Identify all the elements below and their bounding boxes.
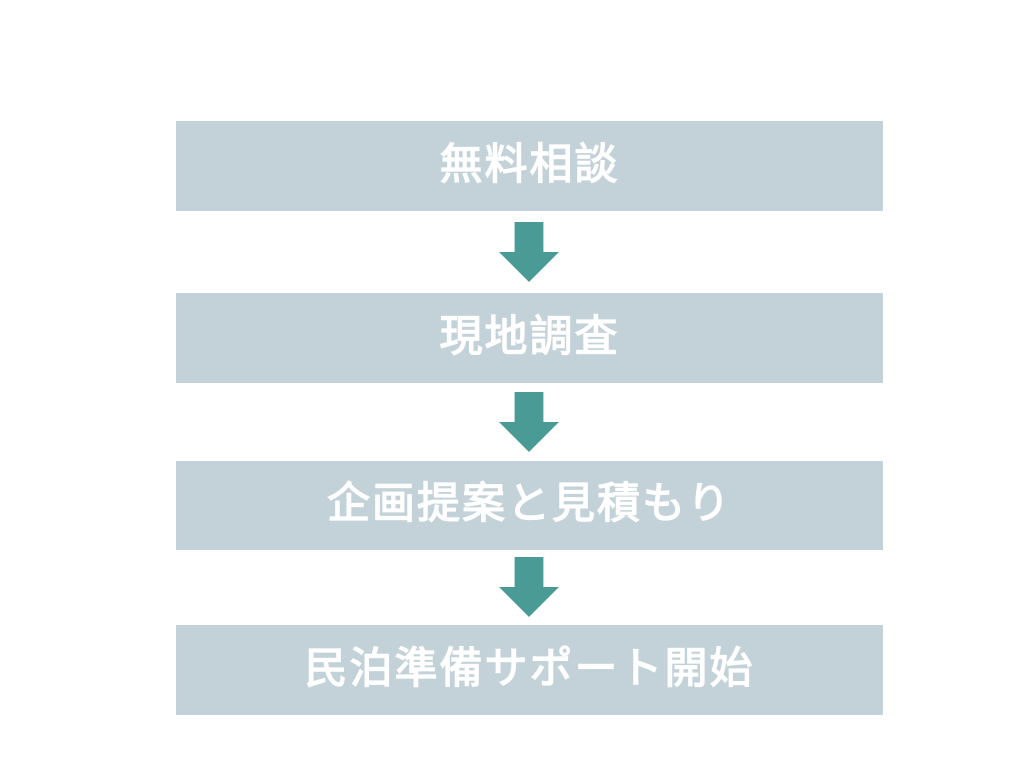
flow-step: 企画提案と見積もり	[176, 461, 883, 550]
flow-step-label: 無料相談	[439, 140, 620, 189]
flow-step: 無料相談	[176, 121, 883, 211]
flow-step-label: 民泊準備サポート開始	[304, 644, 755, 693]
down-block-arrow-icon	[499, 557, 559, 617]
flow-step-label: 企画提案と見積もり	[327, 480, 732, 528]
flow-step: 現地調査	[176, 293, 883, 383]
flow-step: 民泊準備サポート開始	[176, 625, 883, 715]
flow-step-label: 現地調査	[439, 312, 620, 361]
down-block-arrow-icon	[499, 392, 559, 452]
down-block-arrow-icon	[499, 222, 559, 282]
